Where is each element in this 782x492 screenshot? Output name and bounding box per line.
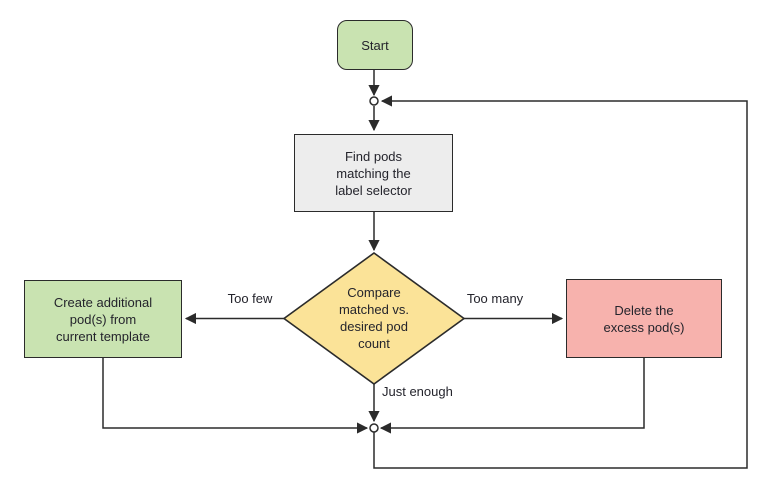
node-start: Start (337, 20, 413, 70)
node-compare-label: Compare matched vs. desired pod count (338, 285, 410, 351)
edge-label-too-many: Too many (466, 291, 524, 306)
node-delete-pods: Delete the excess pod(s) (566, 279, 722, 358)
edge-label-too-few: Too few (227, 291, 273, 306)
connector-delete-to-bottom-junction (379, 358, 645, 434)
node-create-pods: Create additional pod(s) from current te… (24, 280, 182, 358)
bottom-junction-node (369, 423, 379, 433)
edge-label-just-enough: Just enough (382, 384, 453, 399)
node-find-pods: Find pods matching the label selector (294, 134, 453, 212)
connector-loop-back (373, 95, 748, 469)
connector-create-to-bottom-junction (102, 358, 369, 434)
top-junction-node (369, 96, 379, 106)
